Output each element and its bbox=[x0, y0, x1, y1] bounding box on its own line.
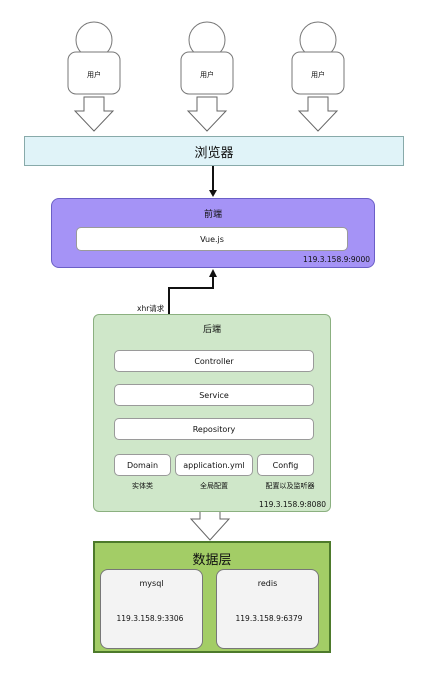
frontend-title: 前端 bbox=[203, 210, 222, 220]
frontend-address: 119.3.158.9:9000 bbox=[303, 255, 370, 264]
user-figure-1-icon bbox=[67, 21, 121, 95]
user-3: 用户 bbox=[292, 0, 344, 94]
service-box: Service bbox=[114, 384, 314, 406]
application-caption: 全局配置 bbox=[200, 482, 228, 490]
domain-label: Domain bbox=[126, 460, 159, 470]
config-caption: 配置以及监听器 bbox=[265, 482, 315, 490]
vue-app-box: Vue.js bbox=[76, 227, 348, 251]
frontend-container: 前端 Vue.js 119.3.158.9:9000 bbox=[51, 198, 375, 268]
backend-address: 119.3.158.9:8080 bbox=[259, 500, 326, 509]
vue-app-label: Vue.js bbox=[200, 234, 224, 244]
data-layer-container: 数据层 mysql redis bbox=[93, 541, 331, 653]
user-label: 用户 bbox=[200, 71, 214, 79]
application-yml-label: application.yml bbox=[183, 460, 245, 470]
redis-name: redis bbox=[257, 579, 278, 588]
repository-box: Repository bbox=[114, 418, 314, 440]
config-label: Config bbox=[272, 460, 299, 470]
user-label: 用户 bbox=[87, 71, 101, 79]
backend-title: 后端 bbox=[202, 325, 221, 335]
backend-container: 后端 Controller Service Repository Domain … bbox=[93, 314, 331, 512]
mysql-panel: mysql bbox=[100, 569, 203, 649]
controller-box: Controller bbox=[114, 350, 314, 372]
config-box: Config bbox=[257, 454, 314, 476]
domain-caption: 实体类 bbox=[132, 482, 153, 490]
user-label: 用户 bbox=[311, 71, 325, 79]
redis-address: 119.3.158.9:6379 bbox=[235, 614, 303, 623]
controller-label: Controller bbox=[194, 356, 234, 366]
user-2: 用户 bbox=[181, 0, 233, 94]
domain-box: Domain bbox=[114, 454, 171, 476]
hollow-arrow-down-icon bbox=[297, 96, 339, 132]
mysql-name: mysql bbox=[139, 579, 164, 588]
data-layer-title: 数据层 bbox=[192, 553, 232, 568]
service-label: Service bbox=[199, 390, 229, 400]
browser-to-frontend-arrow bbox=[209, 166, 217, 197]
user-figure-3-icon bbox=[291, 21, 345, 95]
xhr-request-label: xhr请求 bbox=[137, 304, 165, 313]
browser-box: 浏览器 bbox=[24, 136, 404, 166]
hollow-arrow-down-icon bbox=[73, 96, 115, 132]
hollow-arrow-down-icon bbox=[186, 96, 228, 132]
redis-panel: redis bbox=[216, 569, 319, 649]
mysql-address: 119.3.158.9:3306 bbox=[116, 614, 184, 623]
repository-label: Repository bbox=[192, 424, 236, 434]
application-yml-box: application.yml bbox=[175, 454, 253, 476]
browser-label: 浏览器 bbox=[194, 145, 234, 161]
user-figure-2-icon bbox=[180, 21, 234, 95]
user-1: 用户 bbox=[68, 0, 120, 94]
